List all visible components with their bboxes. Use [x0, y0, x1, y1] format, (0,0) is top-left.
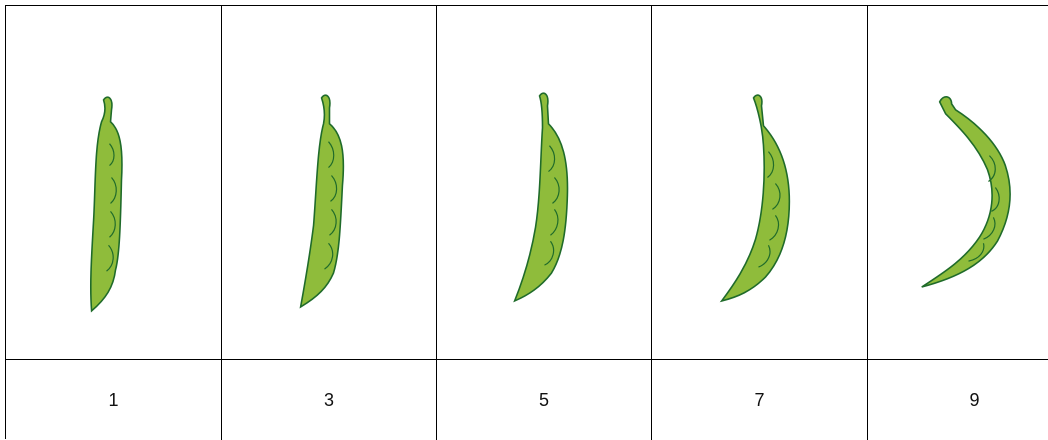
- pod-stage-table: 1 3 5 7 9: [5, 5, 1048, 440]
- pod-cell-1: [6, 6, 222, 360]
- pea-pod-icon-stage-7: [719, 94, 791, 303]
- pod-cell-7: [652, 6, 868, 360]
- pod-cell-3: [222, 6, 437, 360]
- stage-label: 3: [323, 389, 334, 410]
- stage-label-cell-5: 5: [437, 360, 652, 440]
- pod-cell-9: [868, 6, 1048, 360]
- stage-label-cell-3: 3: [222, 360, 437, 440]
- stage-label: 5: [538, 389, 549, 410]
- stage-label: 1: [108, 389, 119, 410]
- pea-pod-icon-stage-3: [299, 94, 345, 309]
- stage-label: 7: [754, 389, 765, 410]
- pea-pod-icon-stage-1: [89, 96, 123, 313]
- pod-cell-5: [437, 6, 652, 360]
- pea-pod-icon-stage-9: [921, 96, 1011, 288]
- pea-pod-icon-stage-5: [513, 92, 569, 303]
- stage-label-cell-1: 1: [6, 360, 222, 440]
- stage-label-cell-7: 7: [652, 360, 868, 440]
- stage-label: 9: [969, 389, 980, 410]
- stage-label-cell-9: 9: [868, 360, 1048, 440]
